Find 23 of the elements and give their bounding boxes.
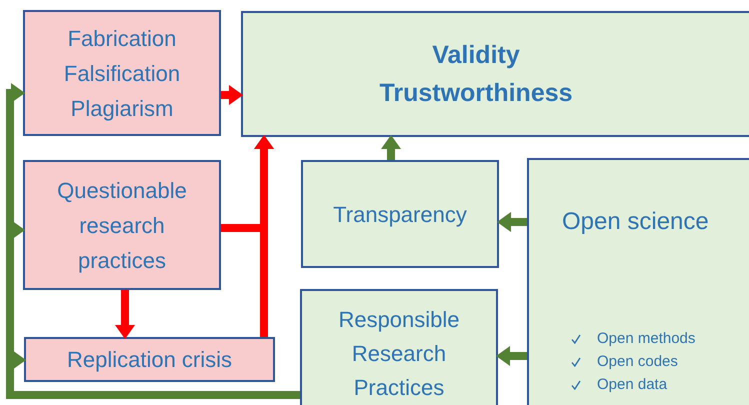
- node-label: Validity Trustworthiness: [378, 40, 574, 109]
- concept-box: [241, 11, 749, 137]
- node-title: Open science: [562, 207, 709, 237]
- arrow: [381, 135, 401, 160]
- arrow: [115, 290, 135, 339]
- arrow: [221, 85, 243, 105]
- concept-box: [527, 158, 749, 405]
- arrow: [254, 135, 274, 337]
- concept-box: [301, 160, 499, 268]
- arrow: [496, 346, 527, 366]
- node-label: Transparency: [332, 200, 468, 229]
- problem-box: [23, 160, 221, 290]
- concept-box: [300, 289, 498, 405]
- list-item: Open methods: [597, 329, 696, 349]
- problem-box: [24, 337, 275, 382]
- list-item: Open codes: [597, 352, 678, 372]
- node-label: Responsible Research Practices: [337, 306, 461, 402]
- node-label: Fabrication Falsification Plagiarism: [62, 24, 182, 123]
- problem-box: [23, 10, 221, 136]
- node-label: Replication crisis: [66, 346, 232, 374]
- node-label: Questionable research practices: [56, 176, 188, 275]
- arrow: [497, 212, 527, 232]
- list-item: Open data: [597, 375, 668, 395]
